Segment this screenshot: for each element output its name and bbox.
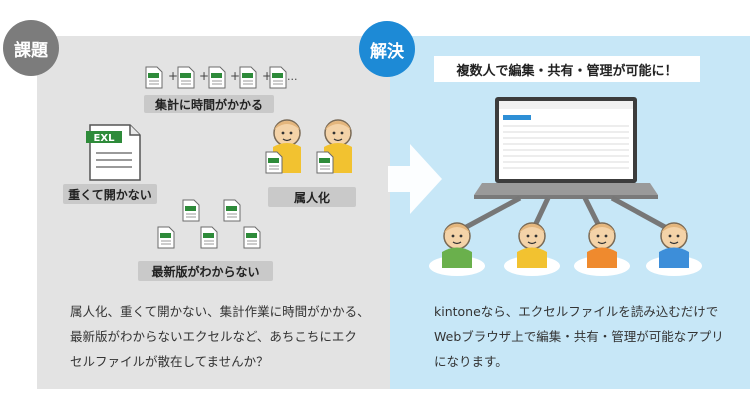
label-unknown-latest-version: 最新版がわからない: [138, 261, 273, 281]
solution-description-line: kintoneなら、エクセルファイルを読み込むだけで: [434, 304, 719, 319]
solution-badge-label: 解決: [370, 41, 404, 62]
problem-description-line: 属人化、重くて開かない、集計作業に時間がかかる、: [70, 304, 370, 319]
laptop-kintone-screen: [474, 97, 658, 199]
problem-badge: 課題: [3, 20, 59, 76]
solution-badge: 解決: [359, 21, 415, 77]
version-files: [157, 199, 261, 249]
problem-description-line: セルファイルが散在してませんか？: [70, 354, 269, 369]
problem-description: 属人化、重くて開かない、集計作業に時間がかかる、 最新版がわからないエクセルなど…: [70, 299, 370, 374]
label-individual-dependency: 属人化: [268, 187, 356, 207]
collaborating-users: [429, 222, 702, 276]
solution-panel: [390, 36, 750, 389]
label-heavy-file: 重くて開かない: [63, 184, 157, 204]
svg-text:+: +: [262, 69, 272, 83]
ellipsis-text: ...: [287, 70, 298, 83]
transition-arrow-icon: [388, 144, 442, 214]
large-excel-file-icon: [86, 124, 141, 181]
solution-headline: 複数人で編集・共有・管理が可能に！: [434, 56, 700, 82]
problem-badge-label: 課題: [14, 40, 48, 61]
owner-people: [265, 119, 352, 174]
connection-lines: [455, 195, 676, 235]
svg-text:+: +: [230, 69, 240, 83]
file-stack-row: + + + +: [145, 66, 287, 89]
problem-description-line: 最新版がわからないエクセルなど、あちこちにエク: [70, 329, 357, 344]
solution-description-line: Webブラウザ上で編集・共有・管理が可能なアプリ: [434, 329, 724, 344]
label-slow-aggregation: 集計に時間がかかる: [144, 95, 274, 113]
exl-tag-large: EXL: [94, 133, 116, 144]
solution-description: kintoneなら、エクセルファイルを読み込むだけで Webブラウザ上で編集・共…: [434, 299, 734, 374]
svg-text:+: +: [168, 69, 178, 83]
problem-panel: [37, 36, 390, 389]
svg-text:+: +: [199, 69, 209, 83]
solution-description-line: になります。: [434, 354, 508, 369]
